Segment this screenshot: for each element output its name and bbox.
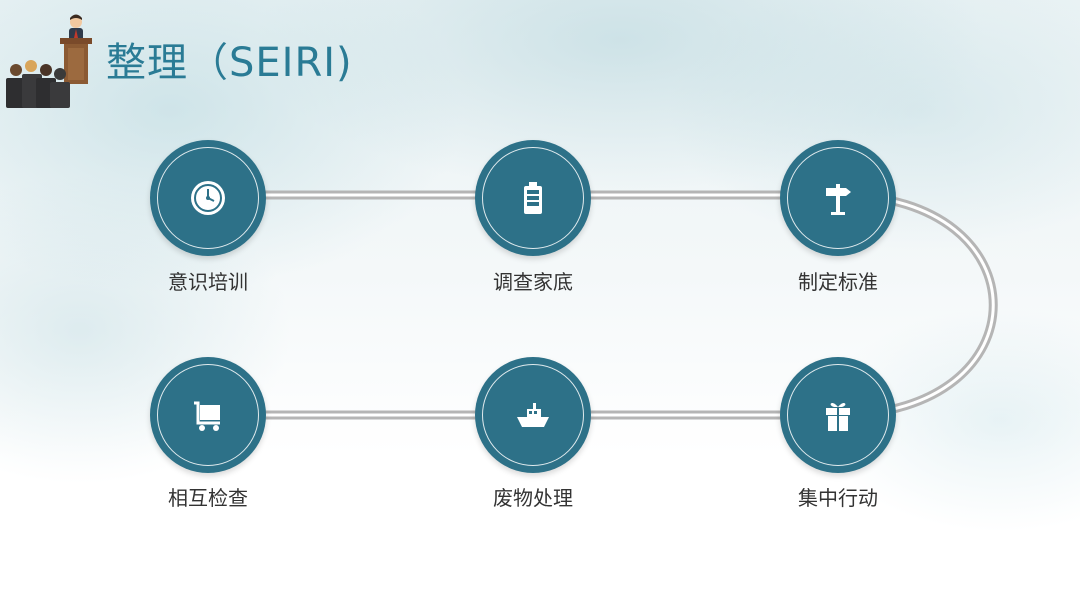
step-node-6 <box>150 357 266 473</box>
node-ring <box>787 364 889 466</box>
page-title: 整理（SEIRI) <box>106 40 353 86</box>
node-ring <box>482 147 584 249</box>
node-ring <box>482 364 584 466</box>
node-ring <box>157 147 259 249</box>
step-label-5: 废物处理 <box>493 486 573 510</box>
battery-icon <box>524 182 542 214</box>
cart-icon <box>194 401 220 431</box>
step-node-1 <box>150 140 266 256</box>
step-node-3 <box>780 140 896 256</box>
ship-icon <box>517 403 549 427</box>
step-node-2 <box>475 140 591 256</box>
step-label-6: 相互检查 <box>168 486 248 510</box>
step-node-5 <box>475 357 591 473</box>
step-label-3: 制定标准 <box>798 270 878 294</box>
step-label-1: 意识培训 <box>168 270 248 294</box>
presenter-audience-icon <box>6 14 92 108</box>
clock-icon <box>191 181 225 215</box>
node-ring <box>157 364 259 466</box>
step-node-4 <box>780 357 896 473</box>
node-ring <box>787 147 889 249</box>
step-label-2: 调查家底 <box>493 270 573 294</box>
step-label-4: 集中行动 <box>798 486 878 510</box>
signpost-icon <box>826 184 851 215</box>
gift-icon <box>826 402 850 431</box>
